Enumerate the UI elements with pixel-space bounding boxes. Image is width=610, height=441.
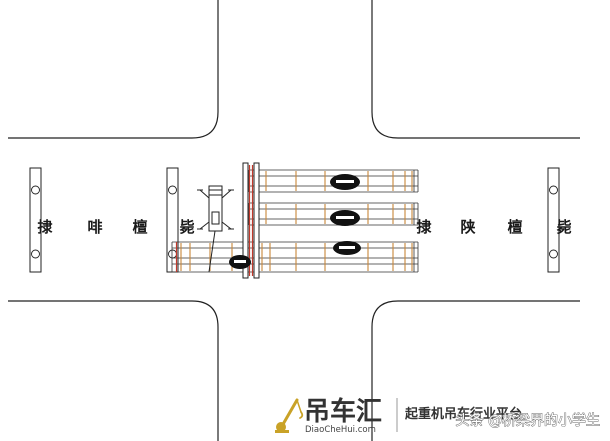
pier-cap-center-right [253,162,260,279]
watermark-tagline: 起重机吊车行业平台 [404,406,522,422]
road-edges [8,0,580,441]
logo-hook [299,411,304,419]
crane-turntable [211,211,220,225]
loads [229,174,361,269]
pier-cap [547,167,560,273]
pier-column [31,185,40,195]
logo-cable [296,399,302,413]
crane-outrigger [221,221,232,230]
pier-column [31,249,40,259]
crane-outrigger [199,221,210,230]
pier-column [549,249,558,259]
load-3 [333,241,361,255]
load-label-mark [339,246,355,249]
road-label-left-3: 檀 [132,218,147,236]
pier-cap [29,167,42,273]
logo-track [275,430,289,433]
load-2 [330,210,360,226]
load-label-mark [234,260,246,263]
road-label-right-4: 毙 [556,218,571,236]
logo-base [276,422,286,432]
girder-layout [171,169,419,273]
crane-outrigger [199,189,210,199]
pier-cap-center-left [242,162,249,279]
road-label-left-2: 啡 [87,218,102,236]
road-label-right-2: 陕 [460,218,475,236]
watermark-author: 头条 @桥梁界的小学生 [456,412,600,429]
road-label-right-1: 捸 [416,218,431,236]
load-label-mark [336,216,354,219]
road-edge-bottom-left [8,300,219,441]
road-edge-top-right [371,0,580,139]
crane [197,185,234,273]
road-labels-left: 捸 啡 檀 毙 [37,218,194,236]
pier-4 [547,167,560,273]
load-4 [229,255,251,269]
crane-outrigger [221,189,232,199]
road-edge-top-left [8,0,219,139]
crane-boom [208,230,216,273]
road-edge-bottom-right [371,300,580,441]
road-label-left-4: 毙 [179,218,194,236]
pier-column [549,185,558,195]
crane-icon [275,398,304,433]
logo-boom [280,398,299,428]
pier-column [168,185,177,195]
watermark-brand: 吊车汇 [304,396,382,427]
pier-column [168,249,177,259]
watermark: 吊车汇 DiaoCheHui.com 起重机吊车行业平台 头条 @桥梁界的小学生 [275,396,600,435]
girder-row-3 [171,241,419,273]
road-label-left-1: 捸 [37,218,52,236]
watermark-site: DiaoCheHui.com [305,425,376,435]
road-labels-right: 捸 陕 檀 毙 [416,218,571,236]
pier-cap-center [175,162,260,279]
load-1 [330,174,360,190]
road-label-right-3: 檀 [507,218,522,236]
pier-1 [29,167,42,273]
load-label-mark [336,180,354,183]
